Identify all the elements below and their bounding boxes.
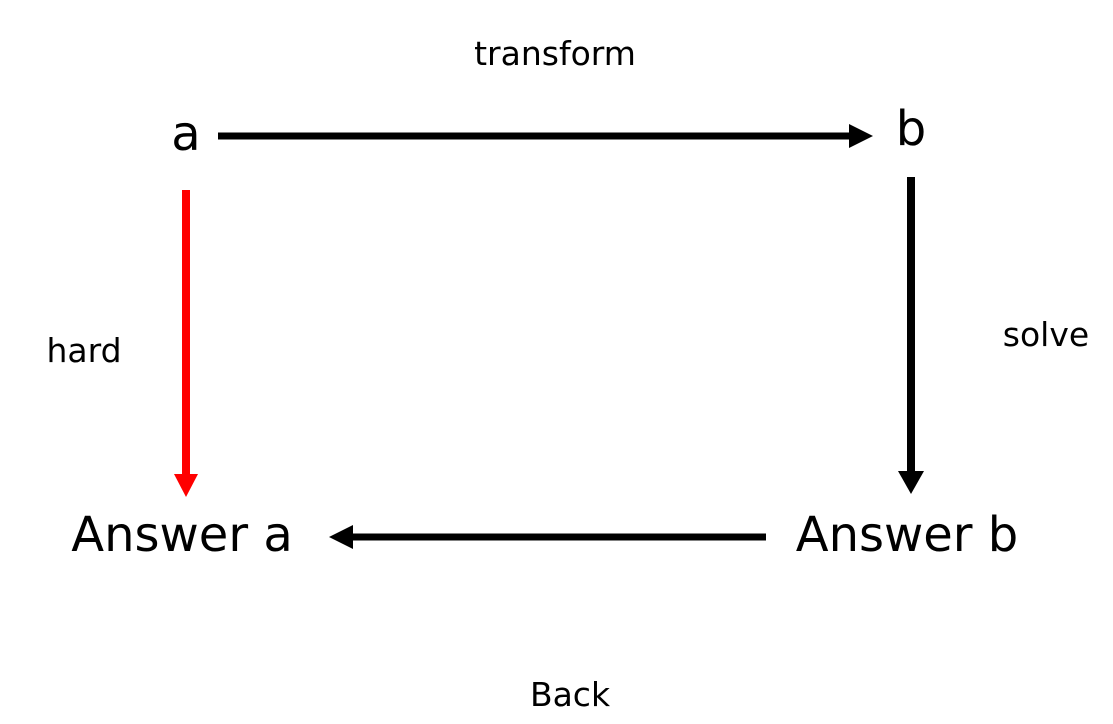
- node-answer-b-label: Answer b: [795, 507, 1019, 563]
- edge-back-transform-arrow: [329, 525, 766, 549]
- edge-transform-arrowhead: [849, 124, 873, 148]
- edge-label-transform: transform: [474, 34, 636, 73]
- edge-solve-arrowhead: [898, 471, 924, 494]
- edge-label-back-transform-line1: Back: [529, 674, 611, 714]
- node-a-label: a: [171, 106, 201, 162]
- edge-label-solve: solve: [1002, 315, 1090, 354]
- edge-hard-arrow: [174, 190, 198, 497]
- node-answer-a-label: Answer a: [71, 507, 293, 563]
- edge-transform-arrow: [218, 124, 873, 148]
- edge-label-back-transform: Back transform: [420, 603, 720, 724]
- edge-back-transform-arrowhead: [329, 525, 353, 549]
- edge-label-hard: hard: [46, 331, 122, 370]
- edge-hard-arrowhead: [174, 474, 198, 497]
- edge-solve-arrow: [898, 177, 924, 494]
- node-b-label: b: [895, 101, 927, 157]
